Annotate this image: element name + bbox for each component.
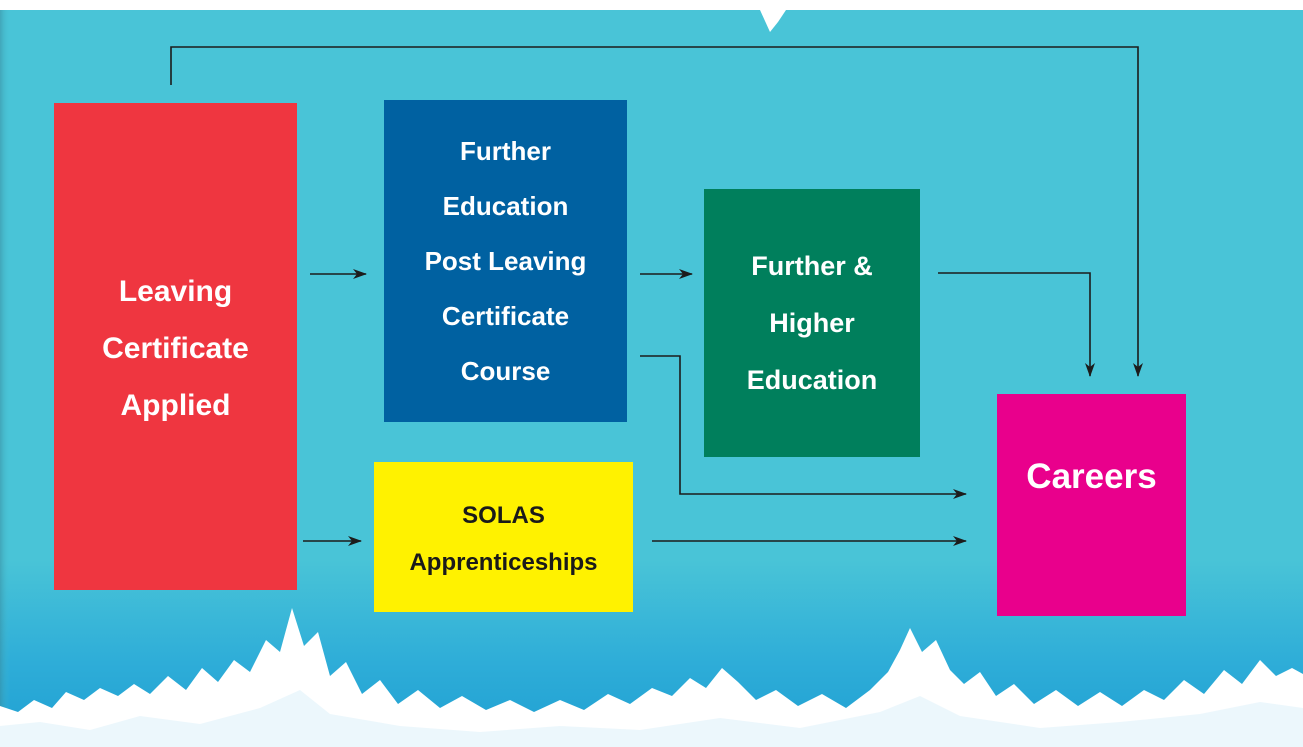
leaving-certificate-applied-line-3: Applied — [120, 389, 231, 422]
further-higher-education-line-1: Further & — [751, 250, 873, 281]
solas-line-1: SOLAS — [462, 502, 545, 529]
further-education-line-4: Certificate — [441, 300, 570, 331]
leaving-certificate-applied-box: Leaving Certificate Applied — [54, 103, 297, 590]
solas-apprenticeships-box: SOLAS Apprenticeships — [374, 462, 633, 612]
solas-line-2: Apprenticeships — [409, 549, 598, 576]
further-education-line-2: Education — [442, 190, 569, 221]
arrow-higher-education-to-careers — [938, 272, 1095, 377]
top-notch — [760, 10, 786, 32]
further-higher-education-line-3: Education — [746, 364, 878, 395]
left-shadow — [0, 10, 10, 747]
further-education-box: Further Education Post Leaving Certifica… — [384, 100, 627, 422]
careers-label: Careers — [1026, 457, 1157, 496]
foam-inner — [0, 690, 1303, 747]
arrow-lca-to-careers-top — [170, 46, 1143, 377]
connector-arrows — [170, 46, 1143, 546]
further-higher-education-line-2: Higher — [769, 307, 855, 338]
arrow-further-education-to-careers — [640, 355, 967, 499]
further-education-line-3: Post Leaving — [424, 245, 587, 276]
careers-box: Careers — [997, 394, 1186, 616]
further-education-line-1: Further — [460, 135, 551, 166]
leaving-certificate-applied-line-1: Leaving — [118, 275, 233, 308]
leaving-certificate-applied-line-2: Certificate — [102, 332, 249, 365]
further-education-line-5: Course — [460, 355, 551, 386]
further-higher-education-box: Further & Higher Education — [704, 189, 920, 457]
